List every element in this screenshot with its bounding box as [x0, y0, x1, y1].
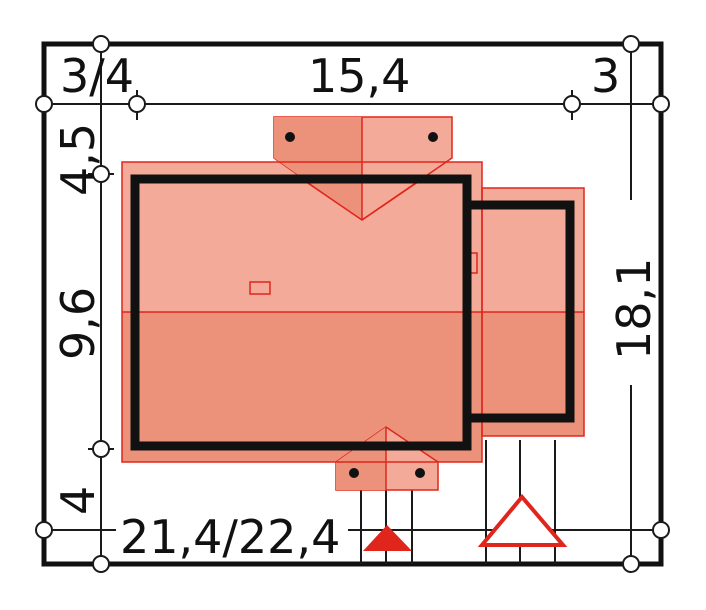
- dim-left-offset: 3/4: [60, 49, 134, 103]
- dim-top-offset: 4,5: [51, 123, 105, 196]
- dim-house-depth: 9,6: [51, 287, 105, 360]
- outline-triangle-icon: [477, 493, 568, 547]
- garage-wall: [467, 200, 575, 423]
- roof-dots: [285, 132, 438, 478]
- dim-right-offset: 3: [591, 49, 620, 103]
- dim-plot-depth: 18,1: [607, 258, 661, 360]
- plot-boundary: [41, 41, 664, 567]
- dim-plot-width: 21,4/22,4: [120, 510, 340, 564]
- dim-bottom-offset: 4: [51, 486, 105, 515]
- house-wall: [130, 174, 472, 451]
- roof-main-light: [122, 162, 482, 312]
- roof-main-dark: [122, 312, 482, 462]
- chimney: [249, 281, 271, 295]
- dimension-nodes: [35, 35, 670, 573]
- dim-house-width: 15,4: [308, 49, 410, 103]
- roof-dormer-top-dark: [274, 117, 362, 220]
- walls: [130, 174, 575, 451]
- filled-triangle-icon: [363, 525, 412, 551]
- roof: [121, 116, 585, 491]
